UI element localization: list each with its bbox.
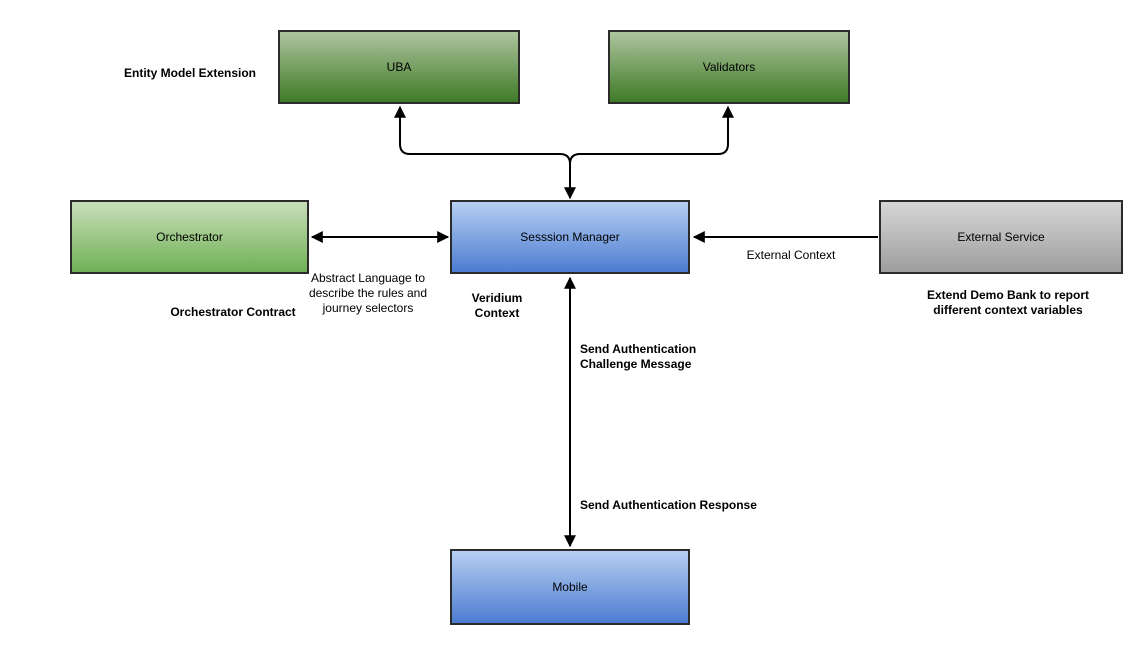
node-mobile: Mobile: [450, 549, 690, 625]
label-extend-demo-bank: Extend Demo Bank to report different con…: [926, 288, 1090, 317]
arrow-session-manager-to-uba: [394, 105, 576, 200]
node-uba: UBA: [278, 30, 520, 104]
node-orchestrator-label: Orchestrator: [156, 230, 223, 244]
node-mobile-label: Mobile: [552, 580, 588, 594]
label-send-auth-response: Send Authentication Response: [580, 498, 757, 512]
label-entity-model-extension: Entity Model Extension: [123, 66, 256, 80]
node-uba-label: UBA: [386, 60, 412, 74]
label-veridium-context: Veridium Context: [471, 291, 523, 320]
node-external-service-label: External Service: [957, 230, 1045, 244]
node-validators-label: Validators: [702, 60, 756, 74]
label-external-context: External Context: [746, 248, 836, 262]
node-orchestrator: Orchestrator: [70, 200, 309, 274]
node-session-manager: Sesssion Manager: [450, 200, 690, 274]
label-orchestrator-contract: Orchestrator Contract: [170, 305, 296, 319]
label-abstract-language: Abstract Language to describe the rules …: [308, 271, 428, 315]
node-external-service: External Service: [879, 200, 1123, 274]
label-send-auth-challenge: Send Authentication Challenge Message: [580, 342, 697, 371]
node-validators: Validators: [608, 30, 850, 104]
node-session-manager-label: Sesssion Manager: [520, 230, 620, 244]
arrow-session-manager-to-validators: [569, 105, 734, 165]
